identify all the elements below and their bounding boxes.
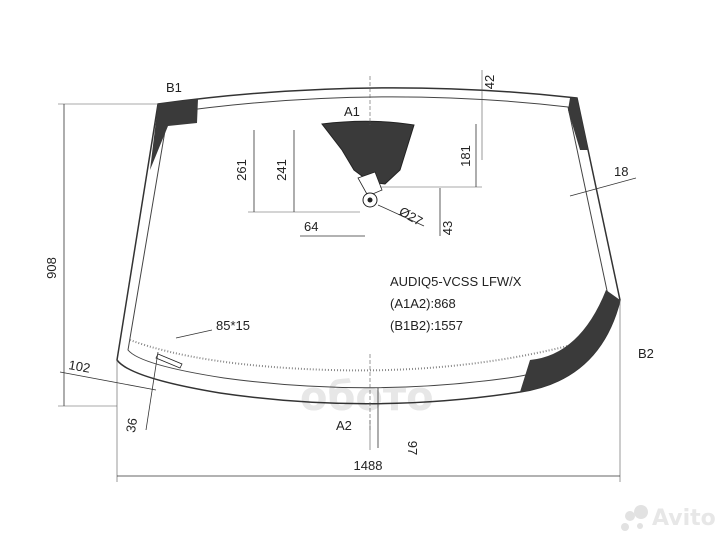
frit-bottom-right [520, 290, 620, 392]
dim-line-27 [377, 204, 425, 227]
dim-label-181: 181 [458, 145, 473, 167]
dim-label-18: 18 [614, 164, 628, 179]
dim-label-27: Ø27 [397, 204, 426, 229]
watermark-avito-text: Avito [652, 506, 716, 531]
watermark-avito: Avito [621, 505, 716, 531]
dim-label-42: 42 [482, 75, 497, 89]
dim-line-36 [145, 351, 159, 431]
model-b1b2: (B1B2):1557 [390, 318, 463, 333]
dim-label-85x15: 85*15 [216, 318, 250, 333]
label-a2: A2 [336, 418, 352, 433]
dim-label-97: 97 [405, 441, 420, 455]
watermark-oboto: обото [300, 374, 434, 420]
frit-top-left [150, 99, 198, 170]
dim-label-908: 908 [44, 257, 59, 279]
mirror-mount-hole [367, 197, 373, 203]
bottom-frit-band [129, 339, 591, 372]
dim-label-102: 102 [67, 357, 91, 376]
sensor-window [357, 171, 383, 197]
dim-label-43: 43 [440, 221, 455, 235]
dim-label-64: 64 [304, 219, 318, 234]
dim-label-1488: 1488 [354, 458, 383, 473]
dim-label-36: 36 [123, 417, 140, 434]
label-b2: B2 [638, 346, 654, 361]
model-a1a2: (A1A2):868 [390, 296, 456, 311]
dim-line-102 [59, 371, 157, 391]
dim-label-241: 241 [274, 159, 289, 181]
label-a1: A1 [344, 104, 360, 119]
frit-top-right [568, 98, 588, 150]
model-code: AUDIQ5-VCSS LFW/X [390, 274, 522, 289]
label-b1: B1 [166, 80, 182, 95]
dim-line-18 [569, 177, 637, 197]
dim-label-261: 261 [234, 159, 249, 181]
dim-line-85x15 [175, 329, 213, 339]
vin-window [155, 353, 183, 369]
